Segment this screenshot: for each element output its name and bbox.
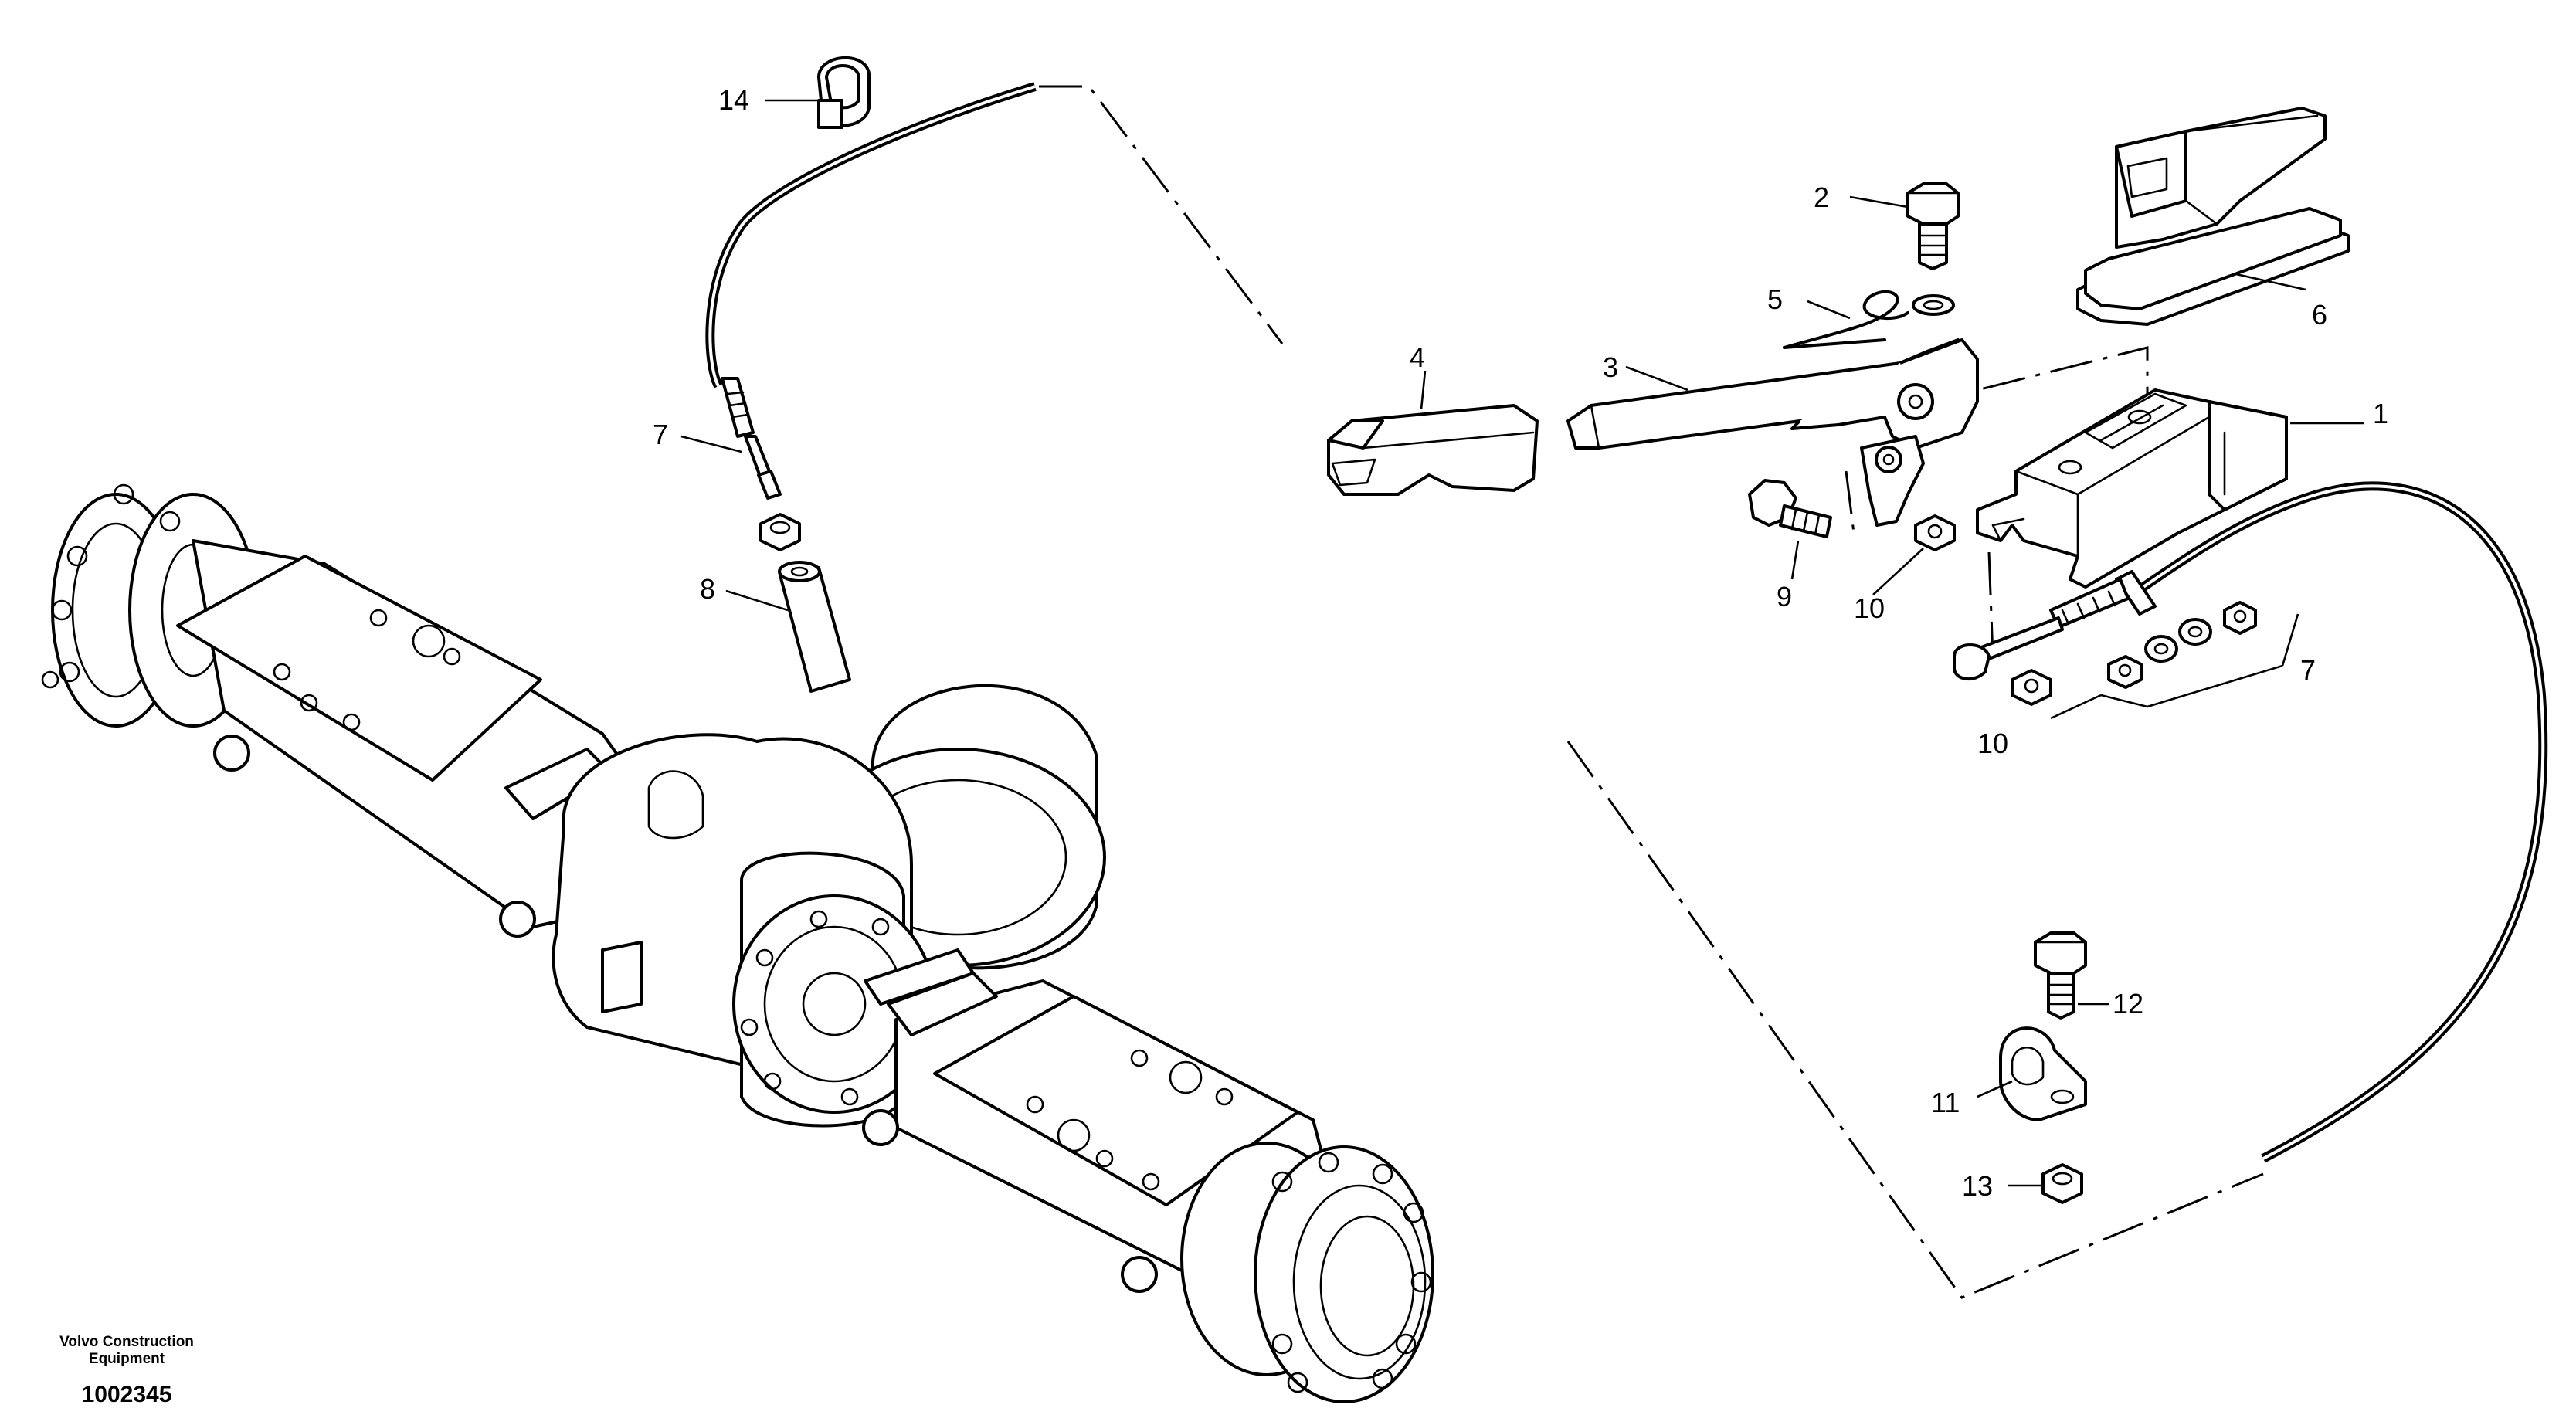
right-bracket: [887, 972, 998, 1036]
cable-washers: [2107, 601, 2257, 689]
right-plate-holes: [1026, 1049, 1234, 1191]
callout-5: 5: [1767, 283, 1783, 315]
right-wheel-hub: [1180, 1142, 1434, 1403]
return-spring: [1783, 290, 1909, 349]
differential-housing: [552, 684, 1106, 1128]
callout-13: 13: [1962, 1170, 1993, 1202]
callout-1: 1: [2373, 398, 2388, 429]
callout-7-left: 7: [653, 419, 668, 450]
lever-bracket: [1976, 388, 2288, 589]
pivot-bolt: [1906, 182, 1960, 316]
callout-7-right: 7: [2300, 654, 2316, 686]
hand-brake-lever: [1566, 338, 1979, 527]
callout-11: 11: [1931, 1087, 1960, 1118]
cable-nut: [759, 513, 801, 551]
brake-cable-left: [705, 82, 1037, 500]
drawing-number: 1002345: [82, 1382, 172, 1407]
lever-nut: [1914, 514, 1956, 551]
callout-10-lower: 10: [1977, 728, 2008, 759]
callout-2: 2: [1814, 182, 1829, 213]
cable-nut-lower: [2011, 669, 2052, 706]
adjuster-sleeve: [778, 561, 851, 693]
axle-assembly: [41, 483, 1434, 1403]
lever-grip: [1327, 404, 1539, 496]
callout-8: 8: [700, 573, 715, 605]
callout-9: 9: [1777, 581, 1792, 612]
brand-line-2: Equipment: [89, 1351, 165, 1367]
left-plate-holes: [273, 609, 461, 731]
footer: Volvo Construction Equipment 1002345: [59, 1334, 194, 1407]
callout-14: 14: [718, 84, 749, 116]
rubber-boot: [2076, 107, 2350, 326]
callout-10-upper: 10: [1854, 592, 1885, 624]
right-mounting-plate: [933, 995, 1299, 1206]
callout-12: 12: [2113, 988, 2143, 1020]
cable-clamp: [1999, 1026, 2087, 1121]
brand-line-1: Volvo Construction: [59, 1334, 194, 1350]
callout-3: 3: [1603, 351, 1618, 383]
connection-lines: [1039, 85, 2264, 1299]
cable-clip: [817, 56, 871, 129]
leader-lines: [680, 99, 2364, 1187]
callout-6: 6: [2312, 299, 2327, 331]
brake-cable-right: [1953, 481, 2548, 1163]
callout-numbers: 14 2 5 3 4 6 1 7 8 9 10 7 10 12 11 13: [653, 84, 2388, 1202]
lever-bolt: [1748, 479, 1832, 538]
clamp-bolt: [2034, 931, 2087, 1020]
callout-4: 4: [1410, 341, 1425, 373]
clamp-nut: [2041, 1163, 2083, 1204]
